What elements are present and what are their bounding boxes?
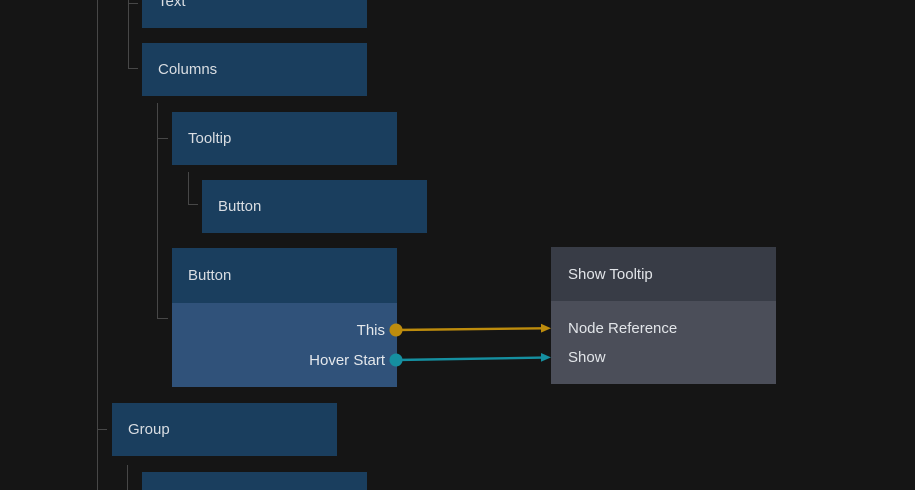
action-row-node-reference[interactable]: Node Reference: [551, 314, 776, 343]
port-dot-hover-start-icon[interactable]: [389, 353, 403, 367]
tree-node-header[interactable]: Button: [172, 248, 397, 303]
tree-connector-line: [97, 0, 98, 490]
tree-connector-tick-group: [98, 429, 107, 430]
tree-node-tooltip[interactable]: Tooltip: [172, 112, 397, 165]
tree-node-partial[interactable]: [142, 472, 367, 490]
tree-node-label: Text: [158, 0, 186, 10]
action-row-show[interactable]: Show: [551, 343, 776, 372]
tree-connector-tick-button-1: [189, 204, 198, 205]
tree-node-group[interactable]: Group: [112, 403, 337, 456]
action-node-header[interactable]: Show Tooltip: [551, 247, 776, 301]
tree-node-button-2[interactable]: Button This Hover Start: [172, 248, 397, 387]
tree-node-label: Columns: [158, 61, 218, 78]
connection-line: [395, 327, 544, 332]
connection-arrowhead-icon: [541, 323, 551, 333]
tree-connector-line: [128, 0, 129, 69]
connection-wires: [389, 323, 552, 367]
tree-node-button-1[interactable]: Button: [202, 180, 427, 233]
tree-node-ports: This Hover Start: [172, 303, 397, 387]
connection-line: [395, 356, 544, 362]
tree-node-columns[interactable]: Columns: [142, 43, 367, 96]
action-row-label: Node Reference: [568, 320, 678, 337]
tree-connector-line: [127, 465, 128, 490]
port-this[interactable]: This: [172, 315, 397, 345]
tree-connector-line: [157, 103, 158, 319]
tree-node-label: Group: [128, 421, 170, 438]
tree-node-text[interactable]: Text: [142, 0, 367, 28]
action-row-label: Show: [568, 349, 606, 366]
tree-connector-line: [188, 172, 189, 205]
port-dot-this-icon[interactable]: [389, 323, 403, 337]
connection-arrowhead-icon: [541, 353, 551, 362]
port-label: Hover Start: [309, 351, 385, 369]
connection-arrow-this-to-node-reference[interactable]: [389, 323, 552, 337]
tree-connector-tick-columns: [129, 68, 138, 69]
tree-node-label: Button: [188, 267, 232, 284]
action-node-show-tooltip[interactable]: Show Tooltip Node Reference Show: [551, 247, 776, 384]
tree-connector-tick-text: [129, 3, 138, 4]
action-node-body: Node Reference Show: [551, 301, 776, 384]
tree-node-label: Tooltip: [188, 130, 232, 147]
tree-connector-tick-button-2: [158, 318, 168, 319]
connection-arrow-hover-start-to-show[interactable]: [389, 353, 552, 367]
tree-node-label: Button: [218, 198, 262, 215]
action-node-title: Show Tooltip: [568, 265, 653, 283]
port-label: This: [356, 321, 385, 339]
tree-connector-tick-tooltip: [158, 138, 168, 139]
port-hover-start[interactable]: Hover Start: [172, 345, 397, 375]
